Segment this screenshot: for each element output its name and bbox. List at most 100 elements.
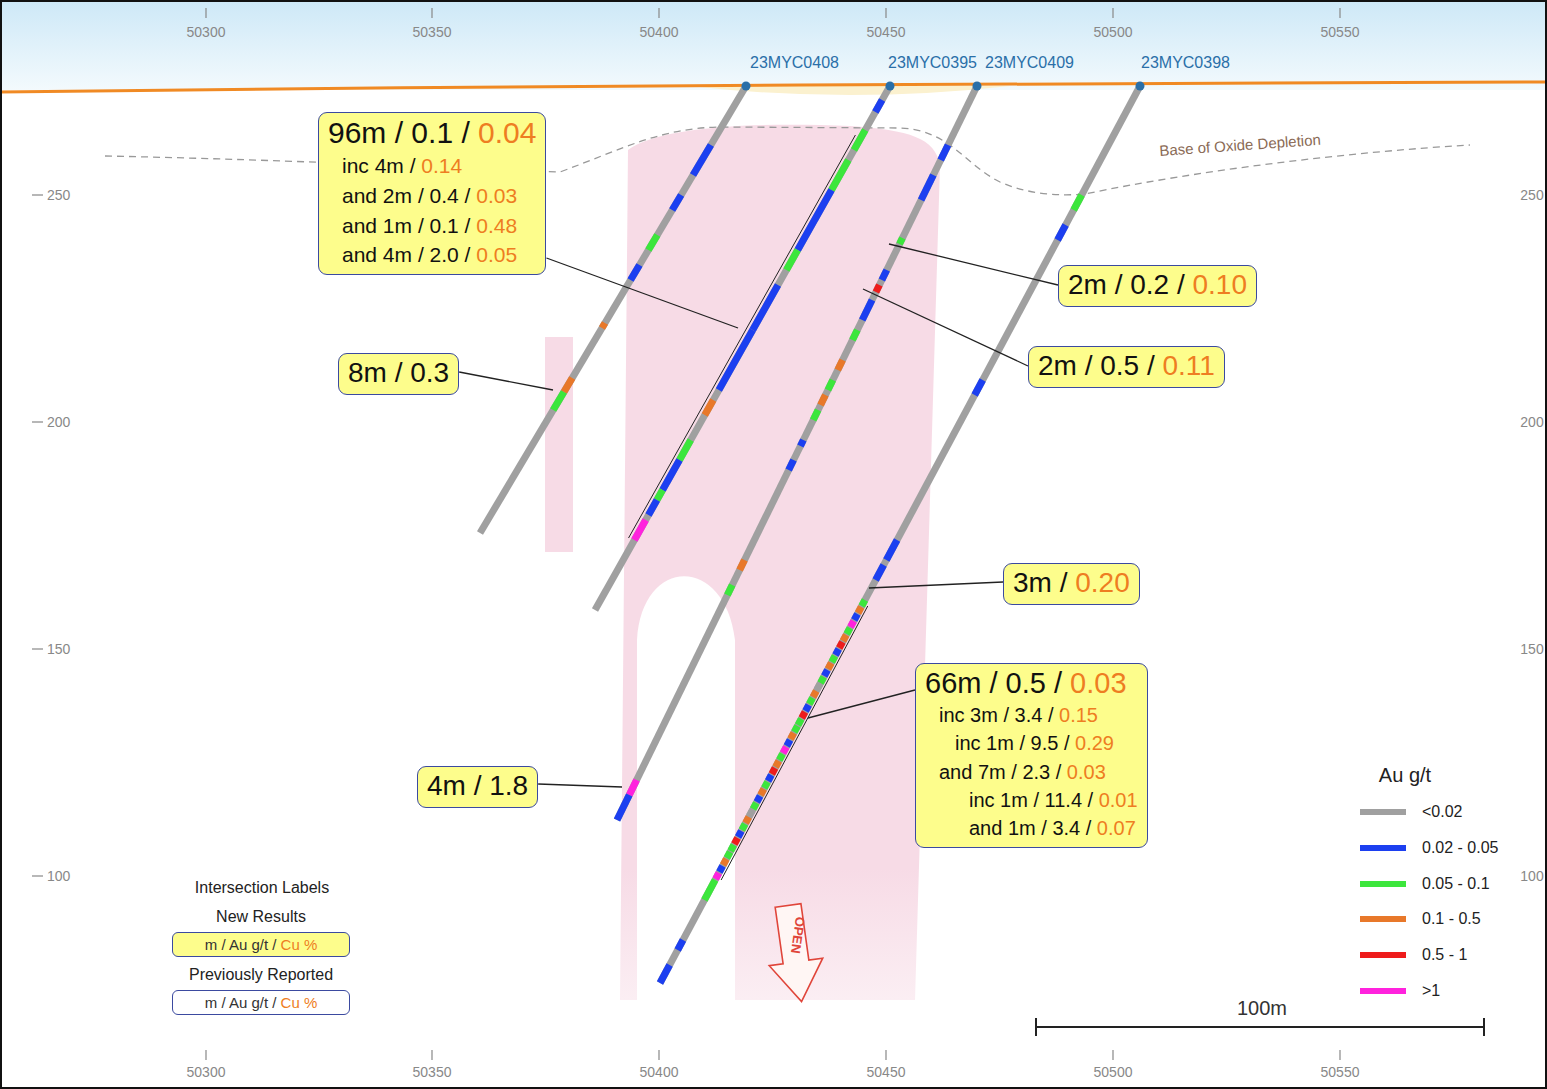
collar-dot bbox=[886, 82, 895, 91]
assay-interval bbox=[886, 540, 897, 560]
copper-value: 0.48 bbox=[476, 214, 517, 237]
assay-interval bbox=[749, 810, 752, 816]
assay-interval bbox=[753, 285, 778, 330]
assay-interval bbox=[787, 740, 790, 746]
easting-label: 50500 bbox=[1094, 24, 1133, 40]
assay-interval bbox=[798, 719, 801, 725]
assay-interval bbox=[824, 670, 827, 676]
collar-dot bbox=[973, 82, 982, 91]
assay-interval bbox=[772, 768, 775, 774]
assay-interval bbox=[660, 965, 670, 983]
assay-interval bbox=[602, 323, 605, 328]
sub-intercept-label: and 1m / 3.4 / 0.07 bbox=[925, 814, 1138, 842]
legend-text: >1 bbox=[1422, 982, 1440, 1000]
assay-interval bbox=[648, 500, 656, 515]
assay-interval bbox=[798, 190, 832, 250]
boundary-label: Base of Oxide Depletion bbox=[1159, 131, 1322, 159]
assay-interval bbox=[786, 250, 797, 270]
assay-interval bbox=[838, 360, 843, 370]
sub-intercept-label: inc 3m / 3.4 / 0.15 bbox=[925, 701, 1138, 729]
sample-heading: Previously Reported bbox=[172, 966, 350, 984]
assay-interval bbox=[941, 145, 948, 160]
scale-bar bbox=[1035, 1018, 1485, 1036]
easting-label: 50500 bbox=[1094, 1064, 1133, 1080]
assay-interval bbox=[828, 663, 831, 669]
intercept-label: 8m / 0.3 bbox=[348, 356, 449, 390]
copper-value: 0.07 bbox=[1097, 817, 1136, 839]
sub-intercept-label: inc 1m / 9.5 / 0.29 bbox=[925, 729, 1138, 757]
assay-interval bbox=[831, 160, 848, 190]
easting-label: 50550 bbox=[1321, 1064, 1360, 1080]
elevation-label: 150 bbox=[1520, 641, 1543, 657]
assay-interval bbox=[921, 175, 933, 200]
assay-interval bbox=[731, 845, 734, 851]
elevation-label: 250 bbox=[1520, 187, 1543, 203]
intercept-label: 4m / 1.8 bbox=[427, 769, 528, 803]
assay-interval bbox=[719, 866, 722, 872]
drillhole-id: 23MYC0408 bbox=[750, 54, 839, 72]
assay-interval bbox=[776, 761, 779, 767]
copper-value: 0.03 bbox=[1067, 761, 1106, 783]
assay-interval bbox=[836, 649, 839, 655]
axis-ticks bbox=[32, 8, 1340, 1060]
assay-interval bbox=[761, 789, 764, 795]
assay-interval bbox=[789, 460, 794, 470]
legend-title: Intersection Labels bbox=[195, 879, 329, 897]
open-arrow bbox=[761, 902, 828, 1006]
assay-interval bbox=[783, 747, 786, 753]
sub-intercept-label: and 2m / 0.4 / 0.03 bbox=[328, 181, 536, 211]
assay-interval bbox=[852, 330, 857, 340]
assay-interval bbox=[648, 235, 657, 250]
sub-intercept-label: and 1m / 0.1 / 0.48 bbox=[328, 211, 536, 241]
intersection-callout: 2m / 0.5 / 0.11 bbox=[1028, 346, 1225, 388]
assay-interval bbox=[862, 600, 865, 606]
assay-interval bbox=[794, 726, 797, 732]
copper-value: 0.15 bbox=[1059, 704, 1098, 726]
intersection-callout: 4m / 1.8 bbox=[417, 766, 538, 808]
assay-interval bbox=[764, 782, 767, 788]
assay-interval bbox=[705, 400, 713, 415]
copper-value: 0.04 bbox=[478, 116, 536, 149]
assay-interval bbox=[757, 796, 760, 802]
oxide-boundary bbox=[105, 127, 1470, 195]
assay-interval bbox=[882, 270, 887, 280]
assay-interval bbox=[1074, 195, 1082, 210]
assay-interval bbox=[719, 330, 753, 390]
assay-interval bbox=[817, 684, 820, 690]
easting-label: 50450 bbox=[867, 24, 906, 40]
assay-interval bbox=[858, 607, 861, 613]
assay-interval bbox=[716, 873, 719, 879]
assay-interval bbox=[693, 145, 711, 175]
assay-interval bbox=[617, 795, 629, 820]
legend-title: Au g/t bbox=[1379, 764, 1431, 787]
copper-value: 0.10 bbox=[1193, 269, 1248, 300]
assay-interval bbox=[1058, 225, 1066, 240]
assay-interval bbox=[634, 520, 645, 540]
assay-interval bbox=[821, 677, 824, 683]
copper-value: 0.03 bbox=[476, 184, 517, 207]
assay-interval bbox=[802, 712, 805, 718]
leader-line bbox=[546, 258, 738, 328]
assay-interval bbox=[564, 378, 572, 392]
assay-interval bbox=[629, 780, 636, 795]
copper-value: 0.01 bbox=[1099, 789, 1138, 811]
easting-label: 50450 bbox=[867, 1064, 906, 1080]
drillhole-id: 23MYC0398 bbox=[1141, 54, 1230, 72]
sample-heading: New Results bbox=[172, 908, 350, 926]
assay-interval bbox=[876, 565, 884, 580]
legend-swatch bbox=[1360, 881, 1406, 887]
assay-interval bbox=[839, 642, 842, 648]
assay-interval bbox=[862, 300, 872, 320]
assay-interval bbox=[828, 380, 833, 390]
elevation-label: 200 bbox=[47, 414, 70, 430]
easting-label: 50300 bbox=[187, 1064, 226, 1080]
assay-interval bbox=[663, 460, 680, 490]
sample-box: m / Au g/t / Cu % bbox=[172, 932, 350, 957]
legend-text: <0.02 bbox=[1422, 803, 1462, 821]
assay-interval bbox=[553, 392, 564, 410]
assay-interval bbox=[791, 733, 794, 739]
legend-swatch bbox=[1360, 916, 1406, 922]
drillhole-id: 23MYC0395 bbox=[888, 54, 977, 72]
